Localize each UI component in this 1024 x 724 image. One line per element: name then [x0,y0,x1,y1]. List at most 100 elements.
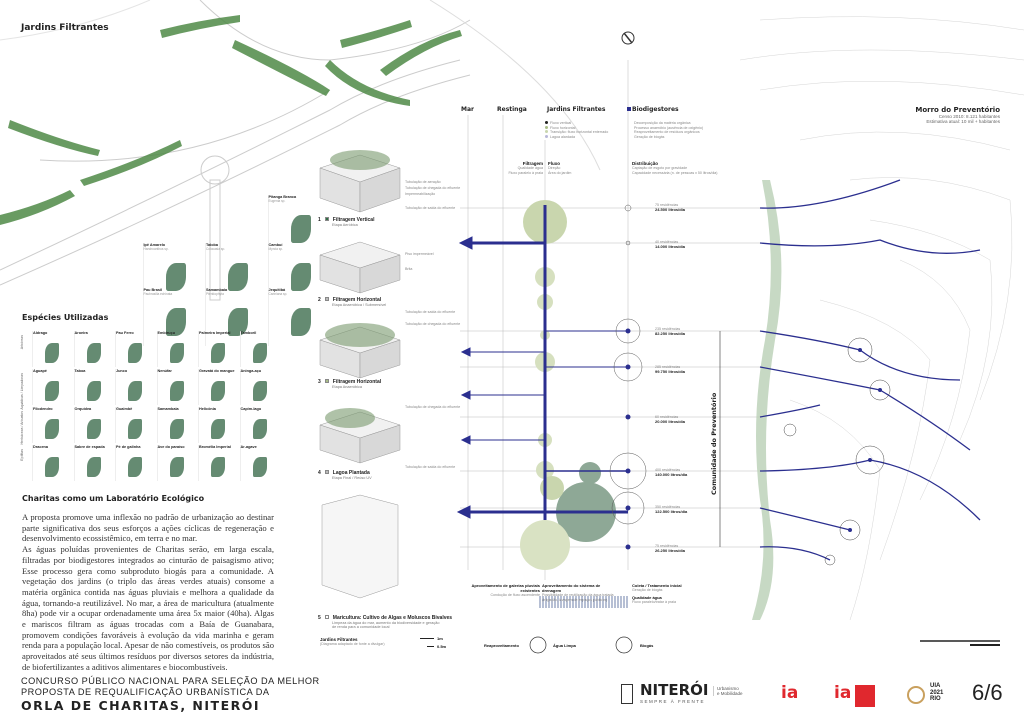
uia-ring-icon [907,686,925,704]
quality-heading: Qualidade água [632,595,662,600]
bottom-note: Aproveitamento de galerias pluviais exis… [462,583,540,598]
legend-item: Lagoa alardada [545,134,608,140]
daily-flow: 82.250 litros/dia [655,331,686,336]
fluxo-heading: Fluxo [548,161,560,166]
species-card: Ave do paraíso [156,445,197,481]
species-card: Taboa [73,369,114,405]
scale-sub: (Diagrama adaptado de fonte a divulgar) [320,642,385,646]
legend-label: Lagoa alardada [550,134,575,139]
quality-sub: Fluxo paralelo/tratar à praia [632,600,676,604]
species-name: Pé de galinha [116,445,141,449]
residences-count: 40 residências [655,240,679,244]
stage-annotation: Tubulação de aeração [405,180,441,184]
legend-swatch-icon [545,130,548,134]
species-name: Jequitibá [268,288,286,292]
species-card: Samambaia [156,407,197,443]
leaf-illustration-icon [128,343,142,363]
scale-bar-half [427,646,434,647]
leaf-illustration-icon [290,215,311,243]
daily-flow: 14.000 litros/dia [655,244,686,249]
species-category: Herbáceas / Arbustos [20,411,24,445]
species-name: Nenúfar [157,369,172,373]
residences-count: 75 residências [655,203,679,207]
species-name: Aguapé [33,369,47,373]
species-name: Bromélia Imperial [199,445,231,449]
daily-flow: 99.750 litros/dia [655,369,686,374]
species-name: Pitanga Branca [268,195,297,199]
leaf-illustration-icon [211,343,225,363]
species-name: Taioba [206,243,218,247]
species-name: Cambuí [268,243,283,247]
bottom-note-sub: Possibilidade de reutilização da água tr… [542,593,614,602]
species-name: Capim-lago [240,407,262,411]
species-scientific: Handroanthus sp. [143,247,169,251]
stage-subtitle: Etapa Anaeróbica / Submersível [332,303,387,307]
shore-strip [752,180,782,620]
residences-count: 75 residências [655,544,679,548]
essay-body: A proposta promove uma inflexão no padrã… [22,512,274,672]
map-nodes [783,337,891,566]
species-card: Pé de galinha [115,445,155,481]
page-number: 6/6 [972,680,1003,705]
stage-title: Maricultura: Cultivo de Algas e Moluscos… [332,615,453,621]
species-name: Taboa [74,369,86,373]
residences-count: 235 residências [655,327,681,331]
residences-count: 400 residências [655,468,681,472]
stage-subtitle: Limpeza da água do mar, aumento da biodi… [332,621,440,629]
species-card: Guaimbê [115,407,155,443]
species-scientific: Paubrasilia echinata [143,292,173,296]
urbanismo-logo: Urbanismo e Mobilidade [713,686,743,696]
stage-subtitle: Etapa Anaeróbica [332,385,362,389]
niteroi-logo: NITERÓI [640,681,709,699]
stage-title: Filtragem Horizontal [332,379,382,385]
legend-swatch-icon [545,125,548,129]
leaf-illustration-icon [211,457,225,477]
species-card: Tamboril [239,331,280,367]
leaf-illustration-icon [128,381,142,401]
daily-flow: 122.500 litros/dia [655,509,688,514]
leaf-illustration-icon [86,381,101,401]
column-jardins: Jardins Filtrantes [547,106,606,113]
leaf-illustration-icon [165,263,186,291]
legend-item: Fluxo vertical [545,121,608,126]
leaf-illustration-icon [169,381,184,401]
stage-annotation: Tubulação de chegada do efluente [405,405,461,409]
leaf-illustration-icon [169,419,184,439]
species-name: Aroeira [74,331,88,335]
biodigester-note: Reaproveitamento de resíduos orgânicos [634,130,700,135]
column-biodigestores: Biodigestores [632,106,679,113]
column-mar: Mar [461,106,474,113]
species-scientific: Pteridophyta [206,292,224,296]
biodigester-marker-icon [627,107,631,111]
biodigester-note: Processo anaeróbio (ausência de oxigênio… [634,125,704,130]
species-card: Pau Ferro [115,331,155,367]
bottom-note-sub: Geração de biogás [632,588,663,592]
stage-number: 3 [318,379,321,385]
niteroi-tagline: SEMPRE À FRENTE [640,699,706,704]
leaf-illustration-icon [290,308,311,336]
species-card: Palmeira Imperial [198,331,238,367]
bottom-note-title: Aproveitamento de galerias pluviais exis… [471,583,540,593]
fluxo-sub: Direção Área do jardim [548,166,572,175]
stage-title: Filtragem Vertical [332,217,375,223]
stage-annotation: Tubulação de saída do efluente [405,465,456,469]
leaf-illustration-icon [128,419,142,439]
daily-flow: 20.000 litros/dia [655,419,686,424]
biodigester-note: Decomposição da matéria orgânica [634,121,691,125]
cycle-clean-water: Água Limpa [553,643,576,648]
scale-1m: 1m [437,636,443,641]
species-card: Helicônia [198,407,238,443]
